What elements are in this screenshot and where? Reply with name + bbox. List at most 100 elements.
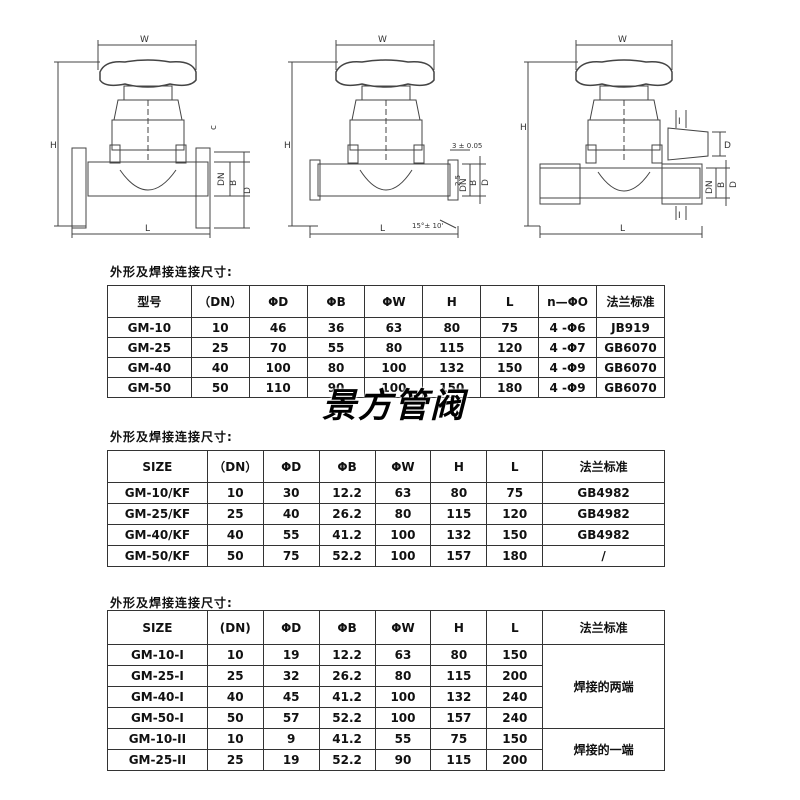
cell: 240 xyxy=(486,686,544,708)
table3-header-row: SIZE (DN) ΦD ΦB ΦW H L 法兰标准 xyxy=(107,610,665,645)
cell: 10 xyxy=(206,728,264,750)
cell: 132 xyxy=(422,357,482,378)
cell: GM-10/KF xyxy=(107,482,208,504)
label-w-2: W xyxy=(378,35,387,45)
cell: 63 xyxy=(374,644,432,666)
cell: 55 xyxy=(306,337,366,358)
label-b-1: B xyxy=(229,180,239,186)
table3-header: ΦB xyxy=(318,610,376,645)
cell: 4 -Φ7 xyxy=(538,337,597,358)
table2-header: ΦW xyxy=(374,450,432,483)
table2-header: ΦB xyxy=(318,450,376,483)
label-b-2: B xyxy=(469,180,479,186)
cell: 200 xyxy=(486,749,544,771)
cell: 12.2 xyxy=(318,482,376,504)
cell: 57 xyxy=(262,707,320,729)
cell: GM-25/KF xyxy=(107,503,208,525)
cell: 19 xyxy=(262,644,320,666)
table3-header: (DN) xyxy=(206,610,264,645)
cell: 46 xyxy=(248,317,308,338)
cell: 41.2 xyxy=(318,686,376,708)
cell: 40 xyxy=(206,686,264,708)
cell: 100 xyxy=(374,545,432,567)
table3-header: ΦD xyxy=(262,610,320,645)
cell: 40 xyxy=(262,503,320,525)
label-l-1: L xyxy=(145,224,150,234)
cell: 45 xyxy=(262,686,320,708)
label-dn-1: DN xyxy=(217,172,227,186)
drawing-weld xyxy=(524,40,730,238)
cell: 40 xyxy=(190,357,250,378)
table2-header: ΦD xyxy=(262,450,320,483)
cell: 115 xyxy=(422,337,482,358)
cell: 41.2 xyxy=(318,728,376,750)
cell: 80 xyxy=(430,482,488,504)
drawing-kf xyxy=(288,40,486,238)
label-angle: 15°± 10' xyxy=(412,222,443,230)
cell: GM-25-I xyxy=(107,665,208,687)
cell: 80 xyxy=(374,665,432,687)
cell: 50 xyxy=(206,707,264,729)
cell: 52.2 xyxy=(318,749,376,771)
valve-drawings: W H L DN B D c W H L 3 ± 0.05 2.5 DN B D… xyxy=(50,35,739,238)
label-c-1: c xyxy=(209,125,219,130)
table1-header-row: 型号 （DN） ΦD ΦB ΦW H L n—ΦO 法兰标准 xyxy=(107,285,666,318)
cell: GM-40-I xyxy=(107,686,208,708)
label-b-3: B xyxy=(717,182,727,188)
cell: GM-10-I xyxy=(107,644,208,666)
label-d-1: D xyxy=(243,187,253,194)
cell: 157 xyxy=(430,707,488,729)
table1-header: 法兰标准 xyxy=(595,285,666,318)
cell: 10 xyxy=(206,482,264,504)
label-dn-2: DN xyxy=(459,178,469,192)
cell: 80 xyxy=(430,644,488,666)
cell: 70 xyxy=(248,337,308,358)
table1-header: （DN） xyxy=(190,285,250,318)
cell: GB6070 xyxy=(595,357,666,378)
table1-header: ΦB xyxy=(306,285,366,318)
cell: 100 xyxy=(374,524,432,546)
cell: 10 xyxy=(206,644,264,666)
label-w-3: W xyxy=(618,35,627,45)
cell: 9 xyxy=(262,728,320,750)
cell: / xyxy=(542,545,665,567)
cell: 120 xyxy=(486,503,544,525)
label-d-2: D xyxy=(481,179,491,186)
cell: 157 xyxy=(430,545,488,567)
cell: 180 xyxy=(480,377,540,398)
cell: 75 xyxy=(262,545,320,567)
table2-caption: 外形及焊接连接尺寸: xyxy=(110,430,233,444)
cell: GM-25-II xyxy=(107,749,208,771)
table3-header: ΦW xyxy=(374,610,432,645)
cell: 115 xyxy=(430,665,488,687)
cell: 120 xyxy=(480,337,540,358)
table1-header: 型号 xyxy=(107,285,192,318)
cell: GM-50/KF xyxy=(107,545,208,567)
cell: GM-10-II xyxy=(107,728,208,750)
table1-header: L xyxy=(480,285,540,318)
label-i-1: I xyxy=(678,117,681,127)
label-h-3: H xyxy=(520,123,527,133)
cell: 4 -Φ6 xyxy=(538,317,597,338)
cell: 150 xyxy=(422,377,482,398)
cell: 41.2 xyxy=(318,524,376,546)
cell: 30 xyxy=(262,482,320,504)
drawing-flanged xyxy=(54,40,250,238)
cell: 32 xyxy=(262,665,320,687)
label-dn-3: DN xyxy=(705,180,715,194)
cell: 25 xyxy=(190,337,250,358)
watermark: 景方管阀 xyxy=(322,386,466,426)
cell: 36 xyxy=(306,317,366,338)
cell: GM-40 xyxy=(107,357,192,378)
cell: 25 xyxy=(206,665,264,687)
label-tol: 3 ± 0.05 xyxy=(452,142,482,150)
